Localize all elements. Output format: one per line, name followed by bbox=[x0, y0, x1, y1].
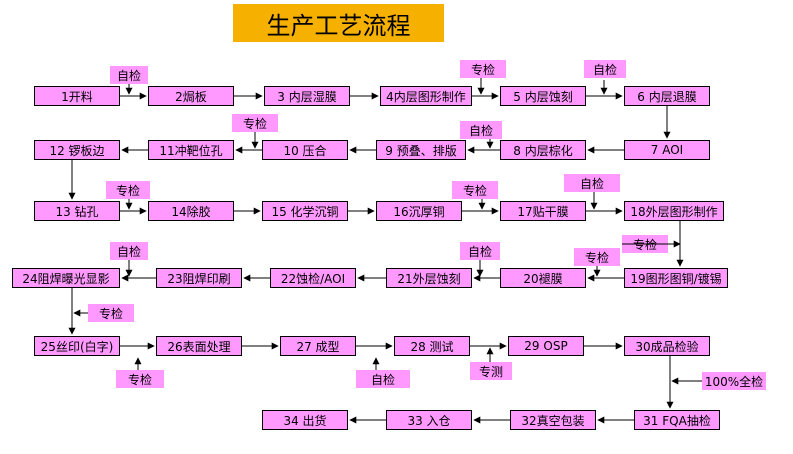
step-26: 26表面处理 bbox=[156, 336, 242, 356]
step-28: 28 测试 bbox=[394, 336, 470, 356]
step-5: 5 内层蚀刻 bbox=[500, 86, 586, 106]
step-30: 30成品检验 bbox=[624, 336, 710, 356]
step-27: 27 成型 bbox=[280, 336, 356, 356]
step-32: 32真空包装 bbox=[510, 410, 596, 430]
step-12: 12 锣板边 bbox=[34, 140, 120, 160]
note-special-check: 专检 bbox=[460, 60, 506, 78]
step-25: 25丝印(白字) bbox=[34, 336, 120, 356]
step-17: 17贴干膜 bbox=[500, 201, 586, 221]
step-20: 20褪膜 bbox=[500, 268, 586, 288]
note-special-check: 专检 bbox=[116, 370, 164, 388]
page-title: 生产工艺流程 bbox=[233, 4, 444, 42]
step-9: 9 预叠、排版 bbox=[376, 140, 466, 160]
note-special-test: 专测 bbox=[470, 362, 512, 380]
note-self-check: 自检 bbox=[564, 174, 620, 192]
note-full-inspection: 100%全检 bbox=[702, 372, 766, 390]
note-special-check: 专检 bbox=[232, 114, 278, 132]
step-2: 2焗板 bbox=[148, 86, 234, 106]
step-3: 3 内层湿膜 bbox=[264, 86, 350, 106]
step-8: 8 内层棕化 bbox=[500, 140, 586, 160]
note-special-check: 专检 bbox=[574, 248, 620, 266]
step-16: 16沉厚铜 bbox=[376, 201, 462, 221]
step-22: 22蚀检/AOI bbox=[270, 268, 356, 288]
step-33: 33 入仓 bbox=[386, 410, 472, 430]
step-24: 24阻焊曝光显影 bbox=[12, 268, 120, 288]
step-6: 6 内层退膜 bbox=[624, 86, 710, 106]
note-self-check: 自检 bbox=[110, 242, 148, 260]
step-21: 21外层蚀刻 bbox=[386, 268, 472, 288]
step-29: 29 OSP bbox=[508, 336, 584, 356]
note-special-check: 专检 bbox=[106, 181, 150, 199]
step-31: 31 FQA抽检 bbox=[634, 410, 720, 430]
note-self-check: 自检 bbox=[110, 66, 148, 84]
step-14: 14除胶 bbox=[148, 201, 234, 221]
step-4: 4内层图形制作 bbox=[380, 86, 472, 106]
step-18: 18外层图形制作 bbox=[624, 201, 724, 221]
note-special-check: 专检 bbox=[88, 304, 134, 322]
note-self-check: 自检 bbox=[584, 60, 626, 78]
step-19: 19图形图铜/镀锡 bbox=[624, 268, 728, 288]
note-self-check: 自检 bbox=[460, 121, 502, 139]
step-23: 23阻焊印刷 bbox=[156, 268, 242, 288]
note-self-check: 自检 bbox=[460, 242, 500, 260]
step-13: 13 钻孔 bbox=[34, 201, 120, 221]
step-15: 15 化学沉铜 bbox=[262, 201, 348, 221]
step-1: 1开料 bbox=[34, 86, 120, 106]
step-11: 11冲靶位孔 bbox=[148, 140, 234, 160]
step-10: 10 压合 bbox=[262, 140, 348, 160]
note-self-check: 自检 bbox=[356, 370, 410, 388]
step-34: 34 出货 bbox=[262, 410, 348, 430]
note-special-check: 专检 bbox=[452, 181, 498, 199]
step-7: 7 AOI bbox=[624, 140, 710, 160]
